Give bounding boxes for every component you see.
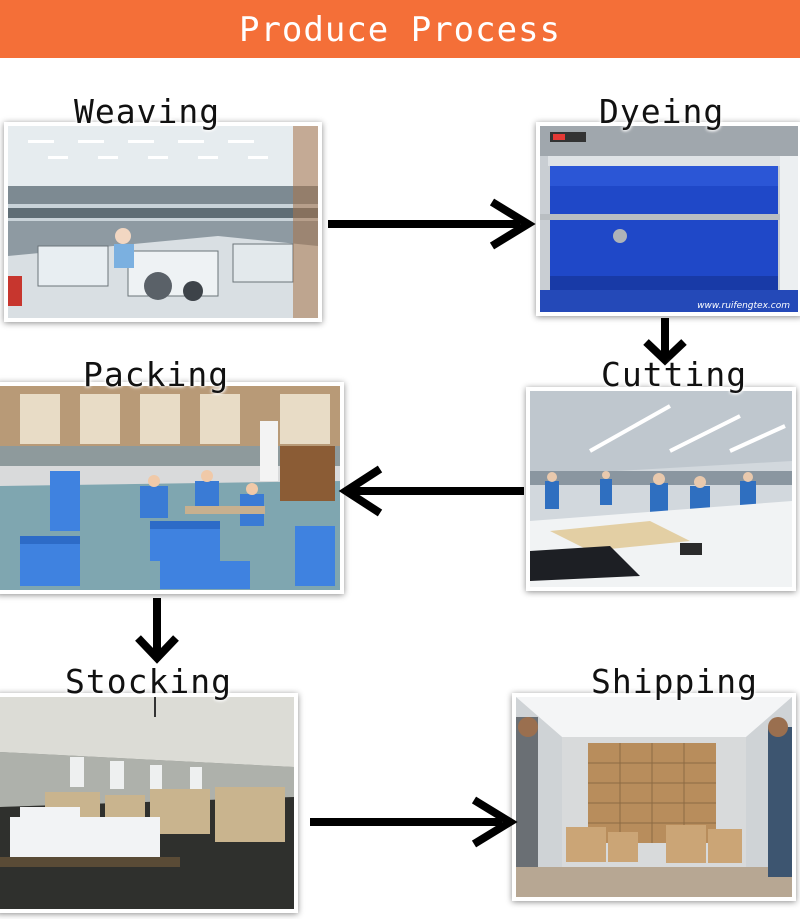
dyeing-photo: www.ruifengtex.com	[536, 122, 800, 316]
packing-photo	[0, 382, 344, 594]
step-label-shipping: Shipping	[591, 662, 758, 701]
shipping-photo	[512, 693, 796, 901]
cutting-photo	[526, 387, 796, 591]
step-label-dyeing: Dyeing	[599, 92, 725, 131]
title-banner: Produce Process	[0, 0, 800, 58]
stocking-photo	[0, 693, 298, 913]
step-label-packing: Packing	[83, 355, 230, 394]
watermark-text: www.ruifengtex.com	[697, 301, 790, 311]
arrow-stocking-to-shipping	[310, 796, 518, 848]
weaving-photo	[4, 122, 322, 322]
arrow-dyeing-to-cutting	[643, 318, 687, 366]
step-label-weaving: Weaving	[74, 92, 221, 131]
step-label-stocking: Stocking	[65, 662, 232, 701]
step-label-cutting: Cutting	[601, 355, 748, 394]
arrow-weaving-to-dyeing	[328, 198, 536, 250]
arrow-packing-to-stocking	[135, 598, 179, 664]
arrow-cutting-to-packing	[338, 465, 524, 517]
